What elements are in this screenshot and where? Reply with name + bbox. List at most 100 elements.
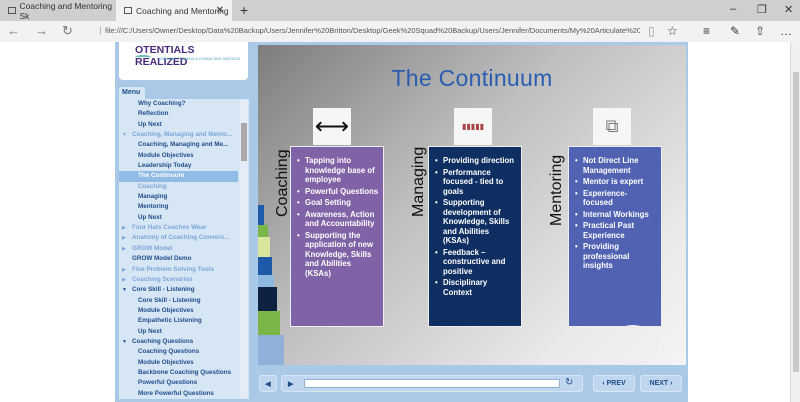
web-note-icon[interactable]: ✎ [730,24,741,38]
close-tab-icon[interactable]: ✕ [215,5,224,16]
menu-item-label: Core Skill - Listening [138,296,201,304]
bullet-item: Disciplinary Context [435,278,517,297]
menu-item[interactable]: Leadership Today [119,161,238,171]
menu-item[interactable]: Powerful Questions [119,378,238,388]
menu-item[interactable]: Coaching, Managing and Me... [119,140,238,150]
menu-item[interactable]: Module Objectives [119,306,238,316]
menu-item-label: Up Next [138,213,162,221]
tab-1[interactable]: Coaching and Mentoring Sk [0,0,116,21]
menu-item[interactable]: The Continuum [119,171,238,182]
menu-tab[interactable]: Menu [119,87,145,99]
menu-item[interactable]: Core Skill - Listening [119,296,238,306]
menu-item[interactable]: Mentoring [119,202,238,212]
share-icon[interactable]: ⇧ [755,24,766,38]
menu-item[interactable]: Why Coaching? [119,99,238,109]
logo-subtitle: COACHING, TRAINING & CONSULTING SERVICES [157,57,241,61]
seek-bar[interactable] [304,379,560,388]
menu-scrollbar[interactable] [240,100,248,398]
puzzle-image-icon: ⧉ [593,108,631,145]
menu-item[interactable]: Coaching [119,182,238,192]
logo-swoosh-icon [135,55,151,60]
menu-item[interactable]: Module Objectives [119,151,238,161]
back-icon[interactable]: ← [7,23,20,38]
slide: The Continuum ⟷ ▮▮▮▮▮ ⧉ CoachingTapping … [258,45,686,365]
menu-scroll-thumb[interactable] [241,123,247,161]
menu-item-label: Module Objectives [138,151,194,159]
speaker-icon: ◀ [265,380,271,388]
menu-item[interactable]: Coaching Questions [119,347,238,357]
column-box-mentoring: Not Direct Line ManagementMentor is expe… [568,146,662,327]
menu-item[interactable]: Backbone Coaching Questions [119,368,238,378]
menu-item[interactable]: ▶Five Problem Solving Tools [119,265,238,275]
prev-button[interactable]: ‹ PREV [593,375,635,392]
bullet-item: Supporting development of Knowledge, Ski… [435,198,517,246]
menu-item[interactable]: Module Objectives [119,358,238,368]
scroll-thumb[interactable] [793,72,799,372]
bullet-item: Powerful Questions [297,187,379,197]
bullet-item: Tapping into knowledge base of employee [297,156,379,185]
next-button[interactable]: NEXT › [640,375,682,392]
menu-item-label: Core Skill - Listening [132,286,195,294]
page-icon [124,7,132,14]
tab-label: Coaching and Mentoring [136,5,229,16]
menu-item-label: Up Next [138,327,162,335]
menu-item[interactable]: ▼ Core Skill - Listening [119,285,238,295]
menu-item-label: Mentoring [138,203,169,211]
favorite-star-icon[interactable]: ☆ [667,24,678,38]
logo: OTENTIALS REALIZED COACHING, TRAINING & … [119,42,248,80]
caret-down-icon[interactable]: ▼ [122,132,127,139]
menu-item[interactable]: ▶ Four Hats Coaches Wear [119,223,238,233]
menu-item[interactable]: Empathetic Listening [119,316,238,326]
menu-item[interactable]: Reflection [119,109,238,119]
menu-item-label: Module Objectives [138,358,194,366]
menu-item-label: Reflection [138,110,169,118]
menu-item-label: Anatomy of Coaching Convers... [132,234,230,242]
volume-button[interactable]: ◀ [259,375,277,392]
menu-item[interactable]: Managing [119,192,238,202]
bullet-item: Supporting the application of new Knowle… [297,231,379,279]
caret-right-icon[interactable]: ▶ [122,245,126,252]
menu-item[interactable]: ▼Coaching, Managing and Mento... [119,130,238,140]
menu-item-label: Leadership Today [138,162,192,170]
menu-item[interactable]: Up Next [119,120,238,130]
refresh-icon[interactable]: ↻ [62,23,73,38]
caret-down-icon[interactable]: ▼ [122,287,127,294]
menu-item[interactable]: Up Next [119,327,238,337]
column-label-mentoring: Mentoring [548,154,565,226]
caret-down-icon[interactable]: ▼ [122,338,127,345]
minimize-icon[interactable]: – [730,3,737,15]
bullet-item: Mentor is expert [575,177,657,187]
bullet-item: Performance focused - tied to goals [435,168,517,197]
reading-view-icon[interactable]: ▯ [648,24,655,38]
restore-icon[interactable]: ❐ [757,4,767,16]
caret-right-icon[interactable]: ▶ [122,266,126,273]
replay-icon[interactable]: ↻ [565,377,574,388]
menu-item-label: Four Hats Coaches Wear [132,224,207,232]
caret-right-icon[interactable]: ▶ [122,235,126,242]
menu-item[interactable]: Up Next [119,213,238,223]
column-box-managing: Providing directionPerformance focused -… [428,146,522,327]
menu-item[interactable]: More Powerful Questions [119,389,238,399]
menu-item[interactable]: ▶ Anatomy of Coaching Convers... [119,233,238,243]
menu-item[interactable]: ▼Coaching Questions [119,337,238,347]
page-scrollbar[interactable] [790,42,800,402]
tab-2[interactable]: Coaching and Mentoring✕ [116,0,232,21]
menu-item[interactable]: ▶Coaching Scenarios [119,275,238,285]
caret-right-icon[interactable]: ▶ [122,276,126,283]
bullet-item: Providing professional insights [575,242,657,271]
forward-icon[interactable]: → [35,23,48,38]
hub-icon[interactable]: ≡ [703,24,711,38]
new-tab-icon[interactable]: + [240,2,249,18]
tab-bar: Coaching and Mentoring Sk Coaching and M… [0,0,800,21]
bullet-item: Practical Past Experience [575,221,657,240]
more-icon[interactable]: … [780,24,792,38]
menu-item-label: GROW Model Demo [132,255,192,263]
play-icon[interactable]: ▶ [288,380,294,388]
bullet-item: Not Direct Line Management [575,156,657,175]
menu-item-label: Backbone Coaching Questions [138,368,232,376]
caret-right-icon[interactable]: ▶ [122,225,126,232]
url-field[interactable]: file:///C:/Users/Owner/Desktop/Data%20Ba… [100,26,640,35]
close-window-icon[interactable]: ✕ [784,4,794,16]
menu-item[interactable]: GROW Model Demo [119,254,238,264]
menu-item[interactable]: ▶GROW Model [119,244,238,254]
